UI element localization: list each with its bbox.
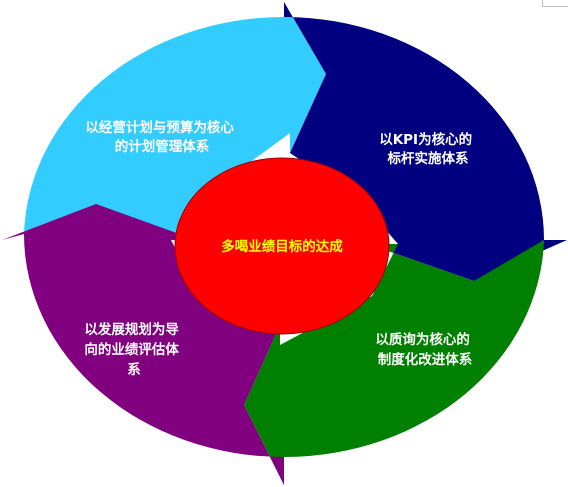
improvement-system-label: 以质询为核心的 制度化改进体系 <box>375 331 474 368</box>
center-goal-circle <box>174 157 390 335</box>
evaluation-system-label: 以发展规划为导 向的业绩评估体 系 <box>84 321 183 378</box>
improvement-system-line-2: 制度化改进体系 <box>378 351 473 368</box>
kpi-system-label: 以KPI为核心的 标杆实施体系 <box>379 131 477 167</box>
improvement-system-line-1: 以质询为核心的 <box>375 331 470 348</box>
evaluation-system-line-1: 以发展规划为导 <box>84 321 179 338</box>
quadrant-improvement-arrow <box>244 240 544 485</box>
kpi-system-line-2: 标杆实施体系 <box>387 150 469 167</box>
kpi-system-line-1: 以KPI为核心的 <box>379 131 472 148</box>
corner-border-mark <box>542 0 568 7</box>
center-goal-label: 多喝业绩目标的达成 <box>221 238 343 255</box>
evaluation-system-line-3: 系 <box>127 361 141 378</box>
planning-system-line-2: 的计划管理体系 <box>115 138 210 155</box>
quadrant-evaluation-arrow <box>2 204 284 485</box>
planning-system-line-1: 以经营计划与预算为核心 <box>85 119 234 136</box>
evaluation-system-line-2: 向的业绩评估体 <box>84 341 179 358</box>
quadrant-planning-arrow <box>24 2 326 240</box>
planning-system-label: 以经营计划与预算为核心 的计划管理体系 <box>85 119 238 155</box>
quadrant-kpi-arrow <box>284 2 567 281</box>
